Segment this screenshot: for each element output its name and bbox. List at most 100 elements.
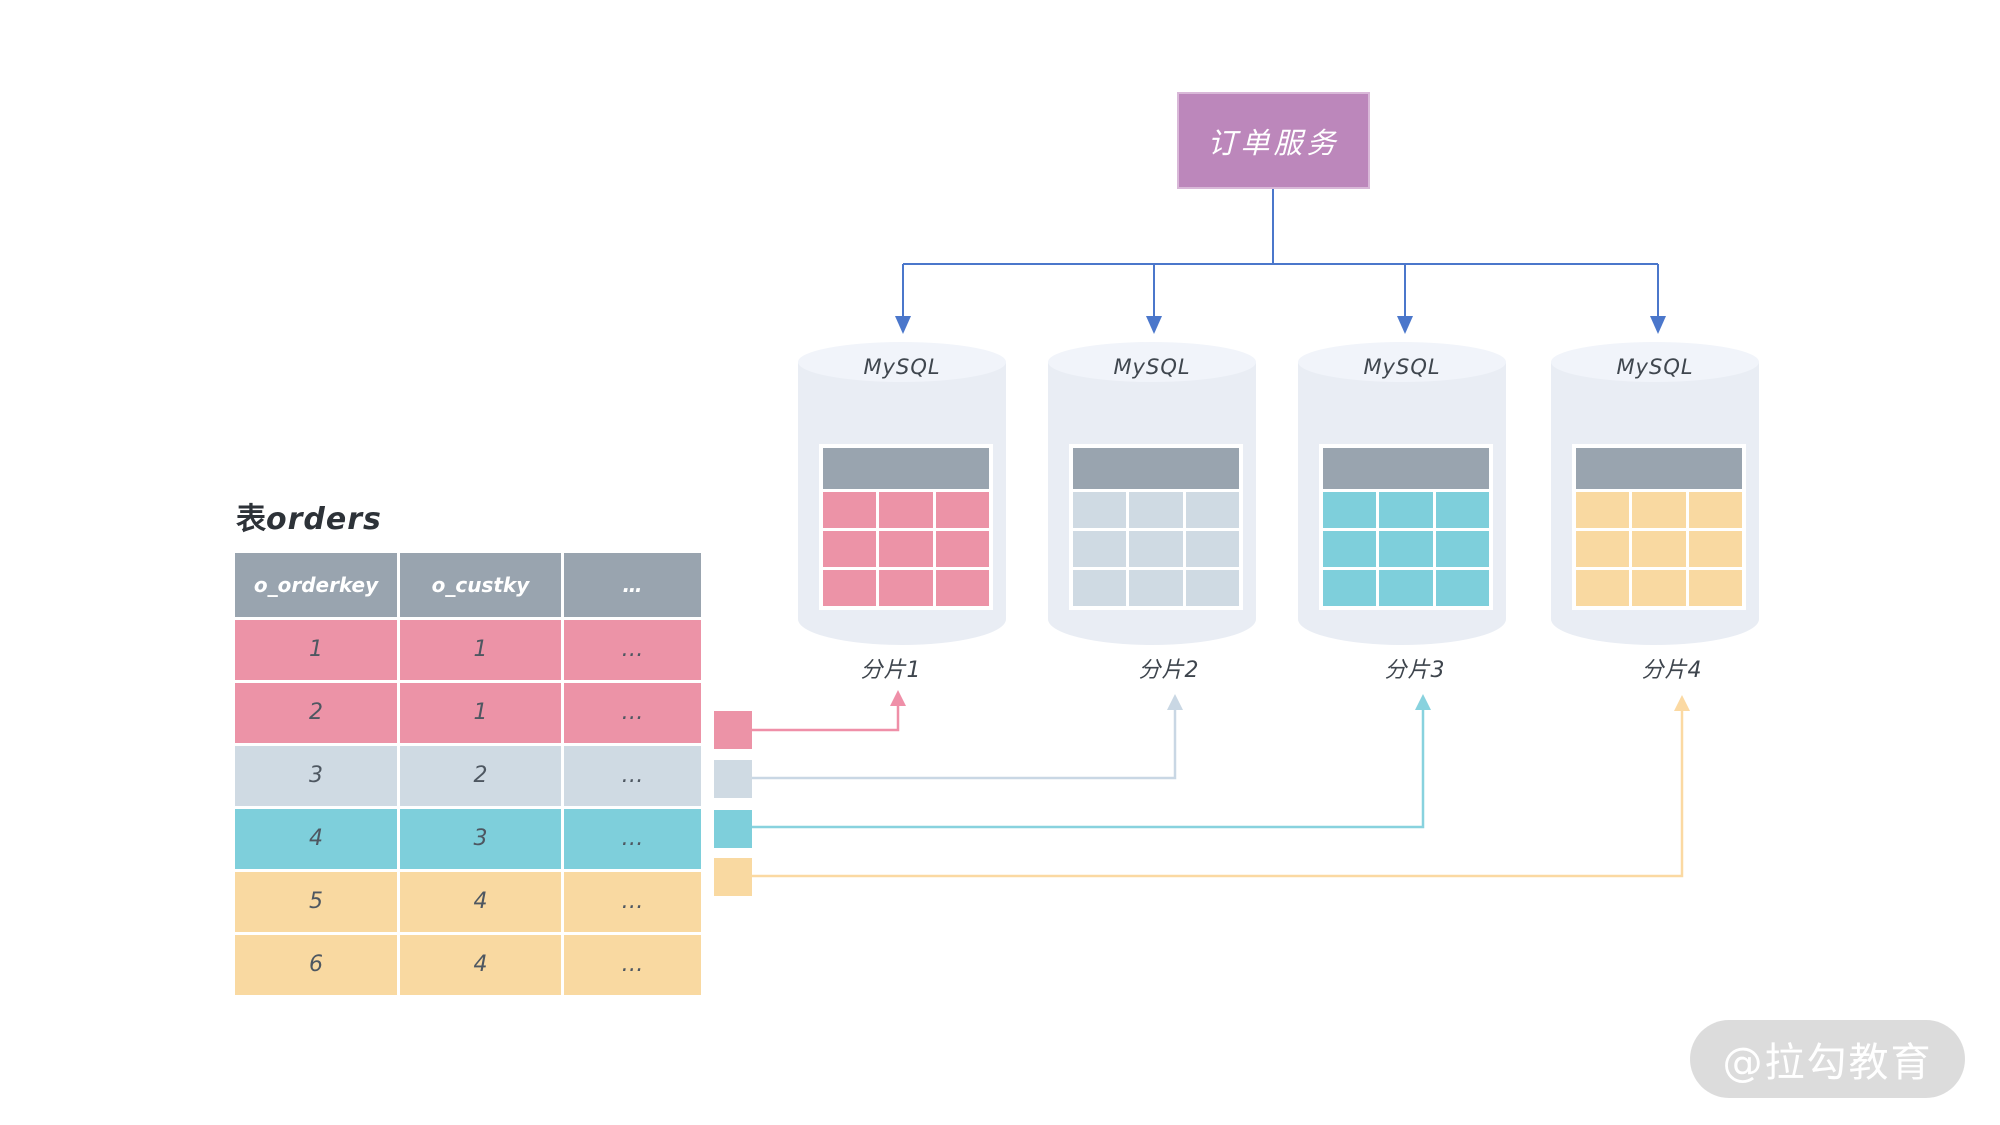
mapping-arrowhead-shard3 <box>1415 694 1431 710</box>
mapping-arrowhead-shard1 <box>890 690 906 706</box>
orders-table-title-name: orders <box>266 502 382 537</box>
table-cell: … <box>564 683 701 743</box>
mini-table-cell <box>879 531 933 567</box>
mini-table-cell <box>1688 492 1742 528</box>
table-cell: 4 <box>400 872 561 932</box>
table-cell: 1 <box>400 620 561 680</box>
mini-table-cell <box>1185 570 1239 606</box>
mini-table-cell <box>1323 570 1377 606</box>
mini-table-cell <box>1323 492 1377 528</box>
mini-table-cell <box>1632 531 1686 567</box>
mysql-label: MySQL <box>1363 355 1441 379</box>
mapping-line-shard4 <box>752 709 1684 878</box>
table-cell: … <box>564 620 701 680</box>
mini-table-cell <box>1073 570 1127 606</box>
mini-table-header <box>1073 448 1239 489</box>
mini-table-cell <box>935 492 989 528</box>
mini-table-cell <box>1688 570 1742 606</box>
column-header-o-custky: o_custky <box>400 553 561 617</box>
mini-table-cell <box>1323 531 1377 567</box>
table-cell: 6 <box>235 935 397 995</box>
column-header-o-orderkey: o_orderkey <box>235 553 397 617</box>
arrowhead-down-shard2 <box>1146 316 1162 334</box>
mapping-arrowhead-shard4 <box>1674 695 1690 711</box>
shard2-mini-table <box>1069 444 1243 610</box>
column-header-more: … <box>564 553 701 617</box>
shard1-label: 分片1 <box>860 658 922 683</box>
cylinder-top-ellipse <box>798 342 1006 382</box>
shard3-label: 分片3 <box>1384 658 1446 683</box>
mysql-cylinder-shard3: MySQL <box>1298 342 1506 645</box>
mini-table-cell <box>1576 570 1630 606</box>
mini-table-cell <box>1379 492 1433 528</box>
service-connector-tree <box>902 189 1659 318</box>
mini-table-cell <box>1129 492 1183 528</box>
mysql-cylinder-shard2: MySQL <box>1048 342 1256 645</box>
mini-table-cell <box>1129 570 1183 606</box>
mini-table-cell <box>823 531 877 567</box>
mini-table-cell <box>1379 531 1433 567</box>
mini-table-grid <box>1323 492 1489 606</box>
mini-table-cell <box>1185 531 1239 567</box>
mini-table-cell <box>879 570 933 606</box>
orders-table-title-prefix: 表 <box>236 502 266 537</box>
mysql-label: MySQL <box>1113 355 1191 379</box>
order-service-label: 订单服务 <box>1207 125 1340 160</box>
mini-table-cell <box>1688 531 1742 567</box>
arrowhead-down-shard4 <box>1650 316 1666 334</box>
table-cell: … <box>564 872 701 932</box>
mini-table-header <box>823 448 989 489</box>
mini-table-cell <box>935 531 989 567</box>
mini-table-cell <box>1073 492 1127 528</box>
order-service-box: 订单服务 <box>1177 92 1370 189</box>
mini-table-grid <box>1576 492 1742 606</box>
table-cell: … <box>564 809 701 869</box>
table-cell: 3 <box>400 809 561 869</box>
table-cell: 1 <box>235 620 397 680</box>
mini-table-cell <box>1576 531 1630 567</box>
table-cell: 4 <box>400 935 561 995</box>
mini-table-cell <box>1435 492 1489 528</box>
shard4-label: 分片4 <box>1641 658 1703 683</box>
mysql-cylinder-shard4: MySQL <box>1551 342 1759 645</box>
mapping-line-shard2 <box>752 708 1177 780</box>
table-cell: … <box>564 935 701 995</box>
table-cell: 5 <box>235 872 397 932</box>
mini-table-cell <box>1185 492 1239 528</box>
mini-table-header <box>1323 448 1489 489</box>
table-cell: 2 <box>400 746 561 806</box>
mini-table-grid <box>823 492 989 606</box>
shard1-mini-table <box>819 444 993 610</box>
table-cell: 1 <box>400 683 561 743</box>
mini-table-cell <box>1435 531 1489 567</box>
mysql-label: MySQL <box>1616 355 1694 379</box>
cylinder-top-ellipse <box>1551 342 1759 382</box>
mapping-line-shard1 <box>752 704 900 732</box>
mini-table-header <box>1576 448 1742 489</box>
mini-table-cell <box>1073 531 1127 567</box>
cylinder-top-ellipse <box>1298 342 1506 382</box>
orders-table-title: 表orders <box>236 494 382 538</box>
watermark-text: @拉勾教育 <box>1722 1040 1933 1086</box>
table-cell: 4 <box>235 809 397 869</box>
mini-table-cell <box>1632 570 1686 606</box>
legend-swatch-shard2 <box>714 760 752 798</box>
mini-table-cell <box>879 492 933 528</box>
mini-table-cell <box>823 570 877 606</box>
legend-swatch-shard4 <box>714 858 752 896</box>
mini-table-cell <box>823 492 877 528</box>
mapping-arrowhead-shard2 <box>1167 694 1183 710</box>
shard4-mini-table <box>1572 444 1746 610</box>
mini-table-cell <box>935 570 989 606</box>
mysql-label: MySQL <box>863 355 941 379</box>
shard2-label: 分片2 <box>1138 658 1200 683</box>
legend-swatch-shard3 <box>714 810 752 848</box>
arrowhead-down-shard1 <box>895 316 911 334</box>
watermark-badge: @拉勾教育 <box>1690 1020 1965 1098</box>
mapping-line-shard3 <box>752 708 1425 829</box>
mini-table-cell <box>1129 531 1183 567</box>
mini-table-cell <box>1379 570 1433 606</box>
mysql-cylinder-shard1: MySQL <box>798 342 1006 645</box>
mini-table-cell <box>1435 570 1489 606</box>
